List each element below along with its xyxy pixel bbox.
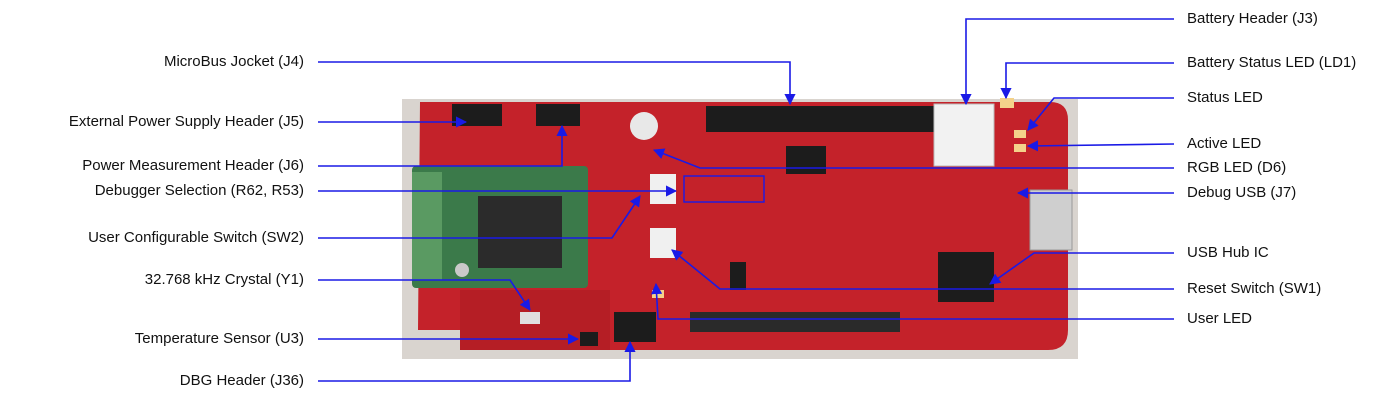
label-j4: MicroBus Jocket (J4) bbox=[163, 53, 304, 70]
header-j6-part bbox=[536, 104, 580, 126]
leader-j4 bbox=[318, 61, 796, 106]
leader-crystal bbox=[318, 279, 531, 311]
label-rgb-led: RGB LED (D6) bbox=[1187, 159, 1287, 176]
label-debugger-selection: Debugger Selection (R62, R53) bbox=[94, 182, 304, 199]
label-sw2: User Configurable Switch (SW2) bbox=[88, 229, 304, 246]
usb-hub-ic-part bbox=[938, 252, 994, 302]
leader-ld1 bbox=[1000, 62, 1174, 100]
leader-lines bbox=[318, 18, 1175, 382]
leader-dbg-header bbox=[318, 340, 636, 382]
label-ld1: Battery Status LED (LD1) bbox=[1187, 54, 1357, 71]
label-j3: Battery Header (J3) bbox=[1187, 10, 1318, 27]
label-dbg-header: DBG Header (J36) bbox=[179, 372, 304, 389]
user-led-part bbox=[652, 290, 664, 298]
microbus-socket-part bbox=[706, 106, 966, 132]
leader-user-led bbox=[650, 282, 1174, 320]
label-debug-usb: Debug USB (J7) bbox=[1187, 184, 1297, 201]
crystal-part bbox=[520, 312, 540, 324]
leader-rgb-led bbox=[652, 148, 1174, 169]
label-crystal: 32.768 kHz Crystal (Y1) bbox=[144, 271, 304, 288]
label-temp-sensor: Temperature Sensor (U3) bbox=[134, 330, 304, 347]
leader-usb-hub bbox=[989, 252, 1174, 285]
label-user-led: User LED bbox=[1187, 310, 1253, 327]
ic-u8-part bbox=[786, 146, 826, 174]
module-chip bbox=[478, 196, 562, 268]
leader-j6 bbox=[318, 124, 568, 167]
leader-active-led bbox=[1026, 140, 1175, 152]
ld1-part bbox=[1000, 98, 1014, 108]
label-active-led: Active LED bbox=[1187, 135, 1262, 152]
label-sw1: Reset Switch (SW1) bbox=[1187, 280, 1322, 297]
label-usb-hub: USB Hub IC bbox=[1187, 244, 1269, 261]
battery-header-part bbox=[933, 103, 995, 167]
dbg-header-part bbox=[614, 312, 656, 342]
status-led-part bbox=[1014, 130, 1026, 138]
leader-j3 bbox=[960, 18, 1174, 106]
debug-usb-part bbox=[1029, 189, 1073, 251]
leader-status-led bbox=[1027, 97, 1174, 131]
module-hole bbox=[455, 263, 469, 277]
label-j6: Power Measurement Header (J6) bbox=[82, 157, 304, 174]
module-antenna bbox=[412, 172, 442, 280]
debugger-selection-box bbox=[683, 175, 765, 203]
sw1-part bbox=[650, 228, 676, 258]
sw2-part bbox=[650, 174, 676, 204]
bottom-header-row bbox=[690, 312, 900, 332]
ic-small-part bbox=[730, 262, 746, 290]
label-j5: External Power Supply Header (J5) bbox=[68, 113, 304, 130]
active-led-part bbox=[1014, 144, 1026, 152]
temp-sensor-part bbox=[580, 332, 598, 346]
leader-sw2 bbox=[318, 195, 641, 239]
leader-sw1 bbox=[671, 249, 1174, 290]
label-status-led: Status LED bbox=[1187, 89, 1263, 106]
rgb-led-part bbox=[630, 112, 658, 140]
